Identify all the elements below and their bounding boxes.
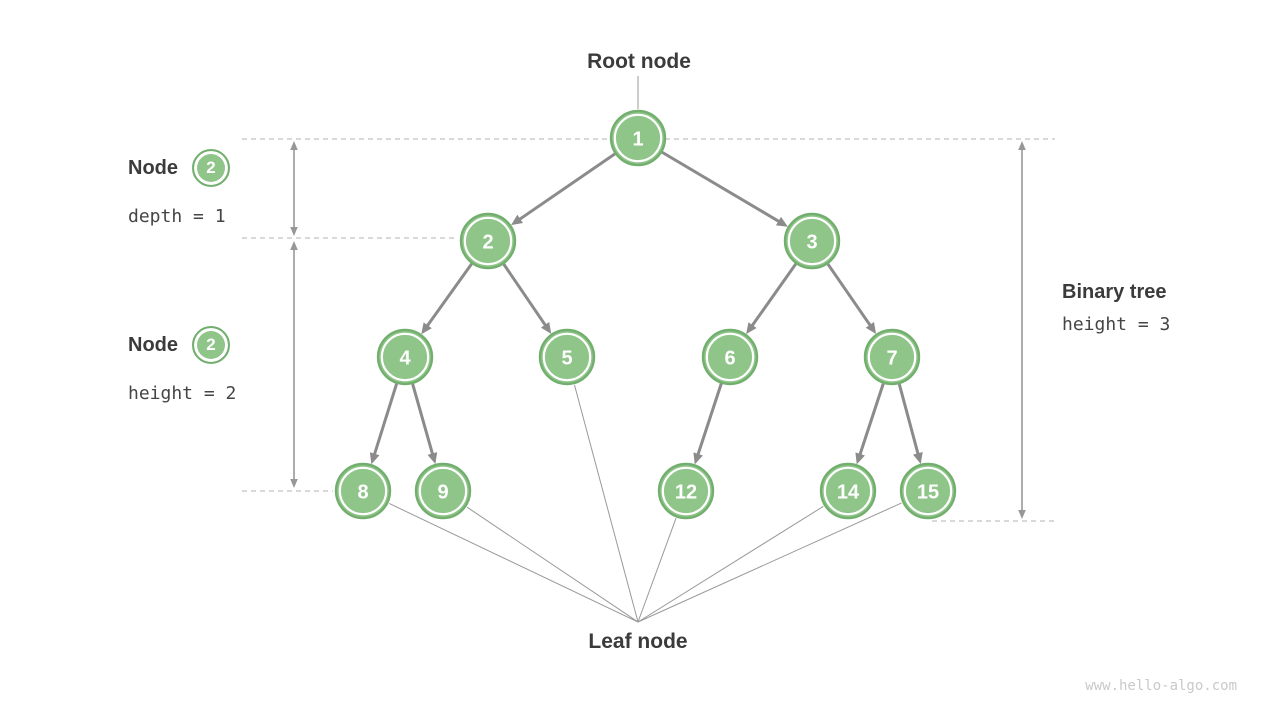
measure-arrow-head-bottom-2 [1018, 510, 1026, 519]
tree-edge-arrowhead-6-12 [693, 452, 703, 465]
tree-edge-arrowhead-3-7 [865, 322, 877, 334]
tree-edge-1-3 [661, 150, 781, 224]
tree-node-value-15: 15 [917, 482, 939, 504]
tree-node-ring-14 [823, 466, 873, 516]
tree-edge-7-14 [858, 383, 885, 457]
node-annotation-title: Node [128, 333, 178, 356]
tree-edge-4-8 [372, 383, 399, 457]
tree-node-ring-2 [463, 216, 513, 266]
tree-node-value-2: 2 [482, 232, 493, 254]
leaf-line-15 [637, 502, 902, 623]
tree-node-3 [783, 212, 841, 270]
tree-edge-3-7 [826, 263, 873, 328]
tree-node-8 [334, 462, 392, 520]
leaf-line-14 [637, 505, 824, 623]
tree-node-value-6: 6 [724, 348, 735, 370]
tree-node-ring-8 [338, 466, 388, 516]
tree-node-value-8: 8 [357, 482, 368, 504]
tree-node-value-1: 1 [632, 129, 643, 151]
binary-tree-annotation: Binary tree height = 3 [1062, 281, 1170, 335]
tree-edge-3-6 [750, 262, 798, 328]
tree-edge-6-12 [696, 383, 723, 457]
tree-node-value-9: 9 [437, 482, 448, 504]
tree-edge-arrowhead-7-15 [913, 452, 923, 464]
tree-node-9 [414, 462, 472, 520]
tree-node-ring-3 [787, 216, 837, 266]
tree-node-ring-1 [613, 113, 663, 163]
tree-node-value-3: 3 [806, 232, 817, 254]
tree-edge-arrowhead-2-5 [540, 321, 552, 334]
tree-edge-4-9 [411, 383, 435, 456]
measure-arrow-head-top-1 [290, 241, 298, 250]
height-value-text: height = 2 [128, 383, 237, 404]
tree-node-ring-12 [661, 466, 711, 516]
tree-node-4 [376, 328, 434, 386]
root-node-label: Root node [587, 50, 691, 73]
tree-height-value-text: height = 3 [1062, 314, 1171, 335]
tree-edge-arrowhead-1-2 [511, 214, 523, 226]
binary-tree-title: Binary tree [1062, 281, 1167, 303]
node-badge: 2 [192, 326, 230, 364]
watermark-url: www.hello-algo.com [1085, 678, 1237, 694]
tree-node-value-7: 7 [886, 348, 897, 370]
tree-node-ring-4 [380, 332, 430, 382]
tree-edge-2-4 [425, 262, 473, 328]
leaf-line-8 [388, 503, 639, 623]
tree-edge-7-15 [897, 383, 920, 456]
tree-node-ring-7 [867, 332, 917, 382]
tree-node-6 [701, 328, 759, 386]
leaf-line-5 [574, 384, 639, 623]
tree-node-15 [899, 462, 957, 520]
tree-node-value-4: 4 [399, 348, 411, 370]
tree-node-ring-15 [903, 466, 953, 516]
node-badge: 2 [192, 149, 230, 187]
tree-edge-2-5 [502, 263, 548, 328]
depth-value-text: depth = 1 [128, 206, 226, 227]
tree-node-ring-9 [418, 466, 468, 516]
tree-edge-arrowhead-4-8 [369, 452, 380, 465]
tree-edge-arrowhead-7-14 [855, 452, 865, 465]
tree-edge-arrowhead-3-6 [746, 322, 757, 335]
tree-node-value-12: 12 [675, 482, 697, 504]
node-depth-annotation: Node 2 depth = 1 [128, 149, 230, 227]
leaf-line-12 [637, 518, 677, 623]
measure-arrow-head-top-0 [290, 141, 298, 150]
tree-node-1 [609, 109, 667, 167]
tree-edge-1-2 [517, 152, 616, 222]
tree-node-5 [538, 328, 596, 386]
tree-node-7 [863, 328, 921, 386]
tree-edge-arrowhead-2-4 [421, 322, 432, 335]
leaf-node-label: Leaf node [588, 630, 688, 653]
tree-node-14 [819, 462, 877, 520]
measure-arrow-head-bottom-0 [290, 227, 298, 236]
tree-node-12 [657, 462, 715, 520]
tree-node-ring-5 [542, 332, 592, 382]
node-height-annotation: Node 2 height = 2 [128, 326, 236, 404]
tree-node-value-14: 14 [837, 482, 860, 504]
tree-edge-arrowhead-1-3 [775, 216, 788, 227]
measure-arrow-head-top-2 [1018, 141, 1026, 150]
node-annotation-title: Node [128, 156, 178, 179]
tree-node-2 [459, 212, 517, 270]
leaf-line-9 [466, 506, 639, 623]
tree-node-value-5: 5 [561, 348, 572, 370]
tree-node-ring-6 [705, 332, 755, 382]
measure-arrow-head-bottom-1 [290, 479, 298, 488]
tree-edge-arrowhead-4-9 [427, 452, 438, 465]
